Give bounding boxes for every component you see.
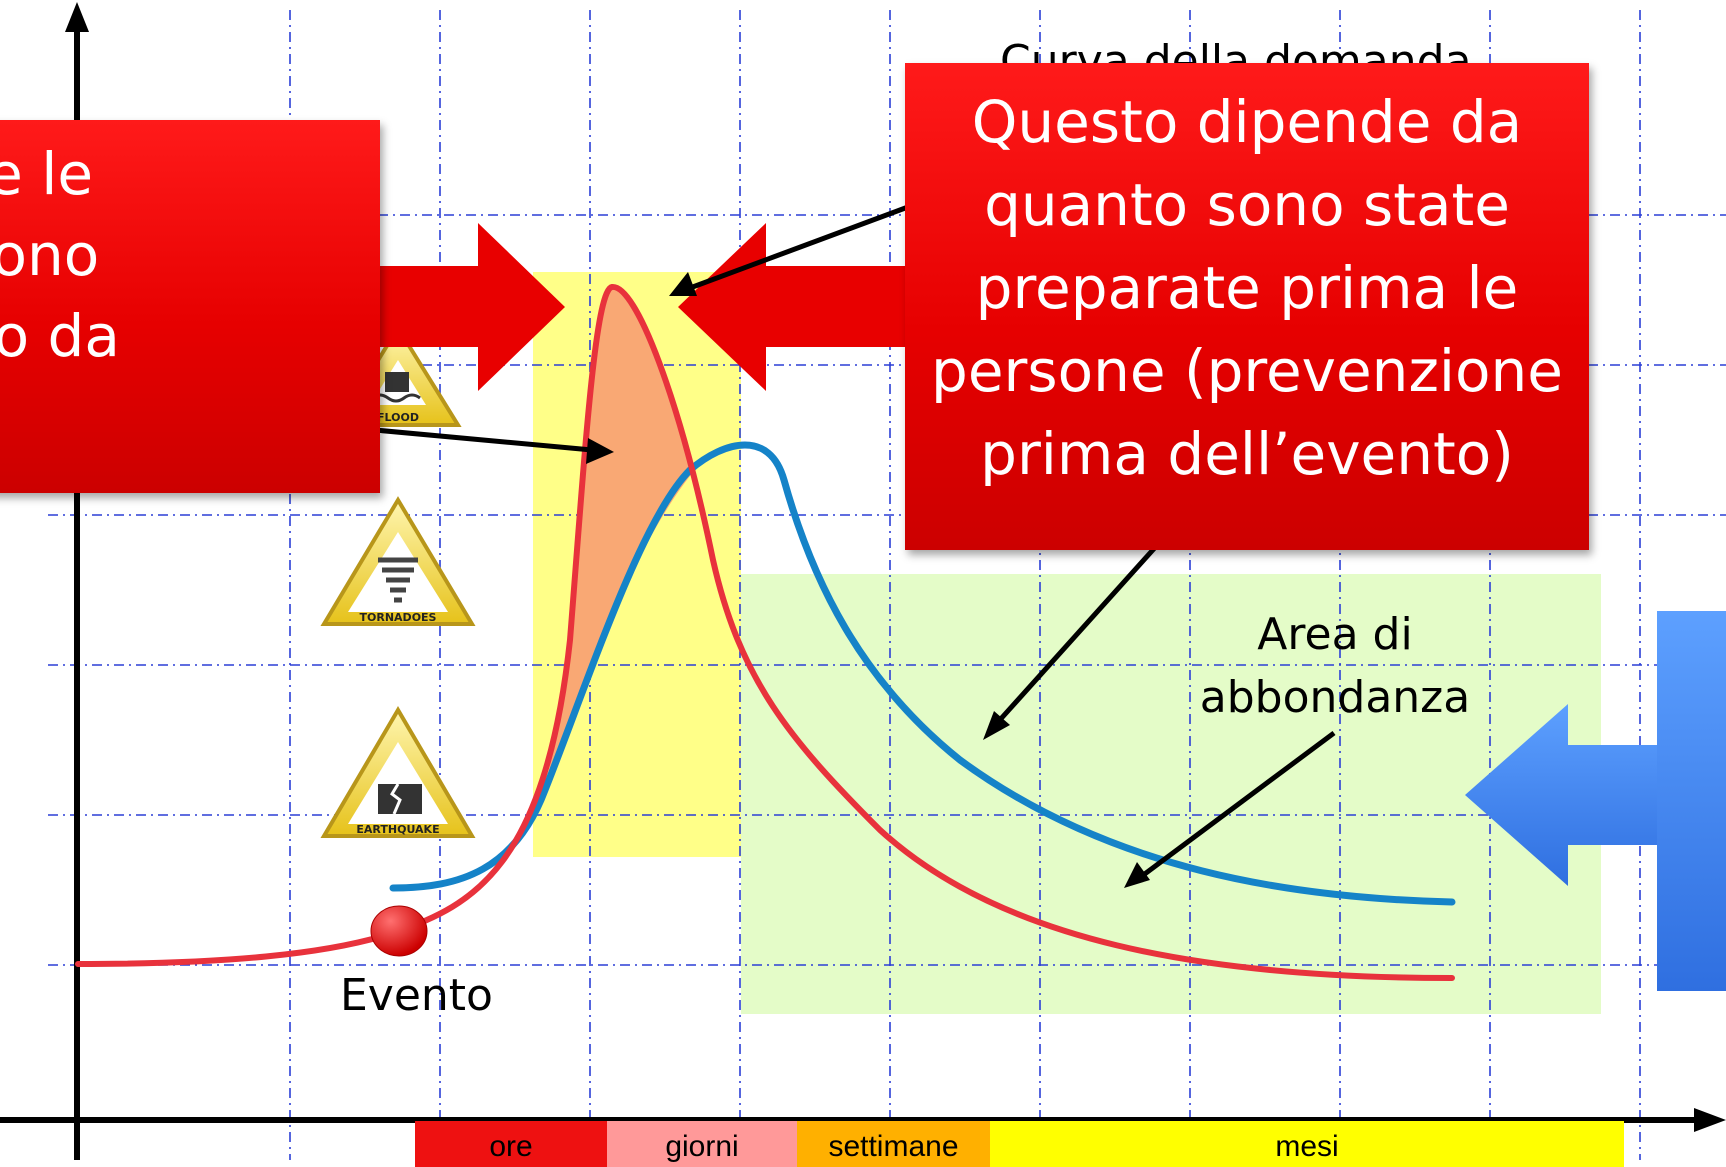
left-callout-line: si possono (0, 221, 100, 289)
svg-text:FLOOD: FLOOD (377, 411, 419, 424)
right-callout-line: Questo dipende da (971, 88, 1523, 156)
timeline-segment-settimane (797, 1121, 990, 1167)
left-callout-line: sole (0, 377, 354, 458)
left-callout-line: sta fase le (0, 140, 94, 208)
timeline-label: giorni (665, 1130, 738, 1163)
earthquake-icon: EARTHQUAKE (320, 706, 476, 838)
timeline-band: ore giorni settimane mesi (415, 1121, 1624, 1167)
right-callout-line: prima dell’evento) (980, 420, 1514, 488)
pointer-arrows (374, 204, 1336, 888)
right-callout-line: persone (prevenzione (931, 337, 1563, 405)
timeline-segment-mesi (990, 1121, 1624, 1167)
right-callout-line: preparate prima le (975, 254, 1519, 322)
timeline-segment-ore (415, 1121, 607, 1167)
left-callout-line: soltanto da (0, 302, 120, 370)
timeline-segment-giorni (607, 1121, 797, 1167)
svg-text:TORNADOES: TORNADOES (360, 611, 437, 624)
svg-text:EARTHQUAKE: EARTHQUAKE (356, 823, 439, 836)
timeline-label: settimane (828, 1130, 958, 1163)
right-callout-line: quanto sono state (984, 171, 1510, 239)
event-label: Evento (340, 970, 493, 1021)
blue-arrow (1465, 611, 1726, 991)
left-callout: sta fase le si possono soltanto da sole (0, 120, 380, 493)
right-callout: Questo dipende da quanto sono state prep… (905, 63, 1589, 550)
timeline-label: ore (489, 1130, 532, 1163)
supply-curve (389, 441, 1456, 906)
event-dot (370, 905, 428, 957)
left-red-arrow (370, 223, 565, 391)
abundance-zone (741, 574, 1601, 1014)
tornado-icon: TORNADOES (320, 496, 476, 626)
timeline-label: mesi (1275, 1130, 1338, 1163)
abundance-area-label: Area di abbondanza (1199, 609, 1471, 723)
peak-difference-fill (545, 286, 695, 790)
right-red-arrow (678, 223, 910, 391)
